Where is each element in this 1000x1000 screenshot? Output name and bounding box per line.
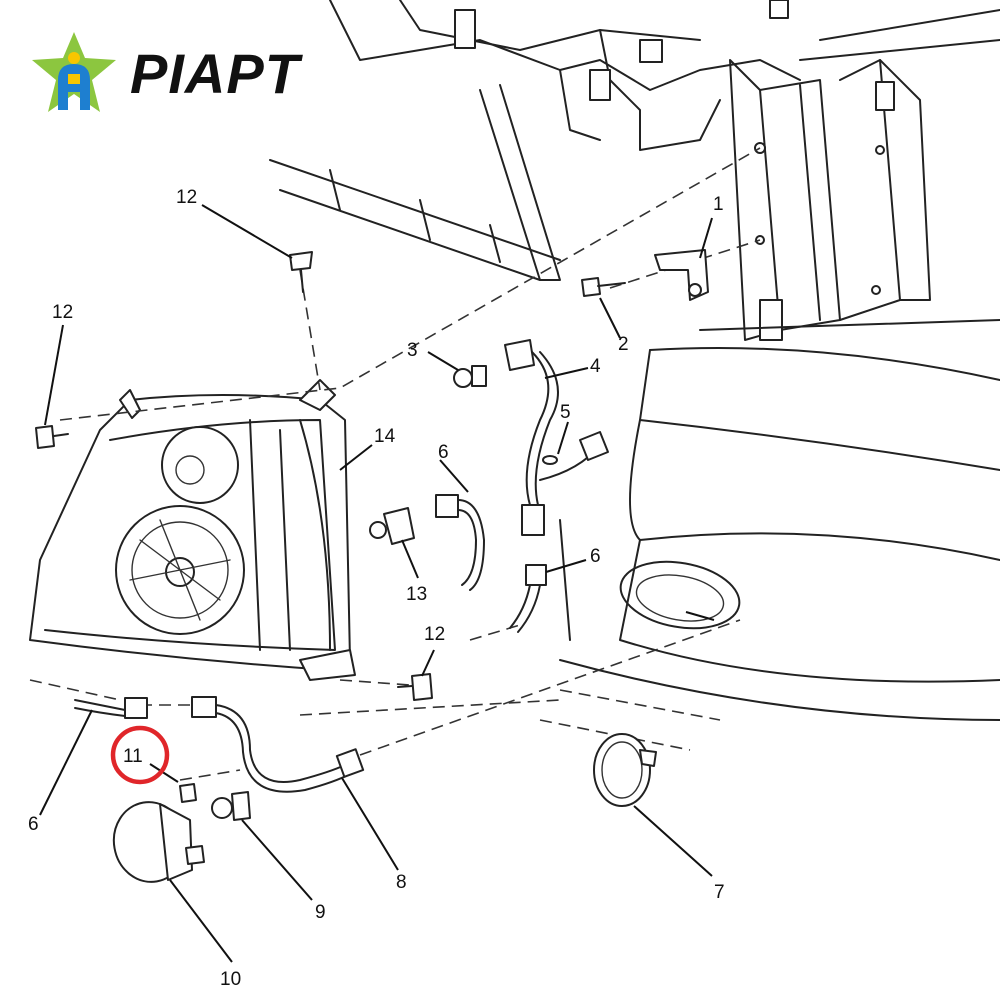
callout-9: 9 bbox=[315, 902, 326, 923]
brand-star-icon bbox=[32, 32, 116, 112]
callout-5: 5 bbox=[560, 402, 571, 423]
callout-12-top: 12 bbox=[176, 187, 197, 208]
leader-lines bbox=[39, 204, 715, 963]
callout-14: 14 bbox=[374, 426, 396, 447]
callout-6-center: 6 bbox=[438, 442, 449, 463]
callout-10: 10 bbox=[220, 969, 241, 990]
callout-1: 1 bbox=[713, 194, 724, 215]
callout-8: 8 bbox=[396, 872, 407, 893]
callout-13: 13 bbox=[406, 584, 427, 605]
callout-3: 3 bbox=[407, 340, 418, 361]
callout-6-left: 6 bbox=[28, 814, 39, 835]
brand-logo: PIAPT bbox=[28, 28, 300, 118]
headlamp-assembly bbox=[29, 379, 356, 681]
radiator-support bbox=[269, 0, 1000, 341]
installation-lines bbox=[29, 147, 761, 781]
callout-11: 11 bbox=[123, 746, 143, 767]
callout-12-left: 12 bbox=[52, 302, 73, 323]
callout-12-bottom: 12 bbox=[424, 624, 445, 645]
highlight-circle bbox=[110, 725, 170, 785]
small-parts bbox=[35, 249, 709, 883]
callout-numbers: 1 2 3 4 5 6 6 6 7 8 9 10 11 12 12 12 13 … bbox=[28, 187, 725, 990]
callout-7: 7 bbox=[714, 882, 725, 903]
callout-6-right: 6 bbox=[590, 546, 601, 567]
callout-2: 2 bbox=[618, 334, 629, 355]
callout-4: 4 bbox=[590, 356, 601, 377]
bumper-fascia bbox=[559, 319, 1000, 721]
brand-name: PIAPT bbox=[130, 41, 300, 105]
